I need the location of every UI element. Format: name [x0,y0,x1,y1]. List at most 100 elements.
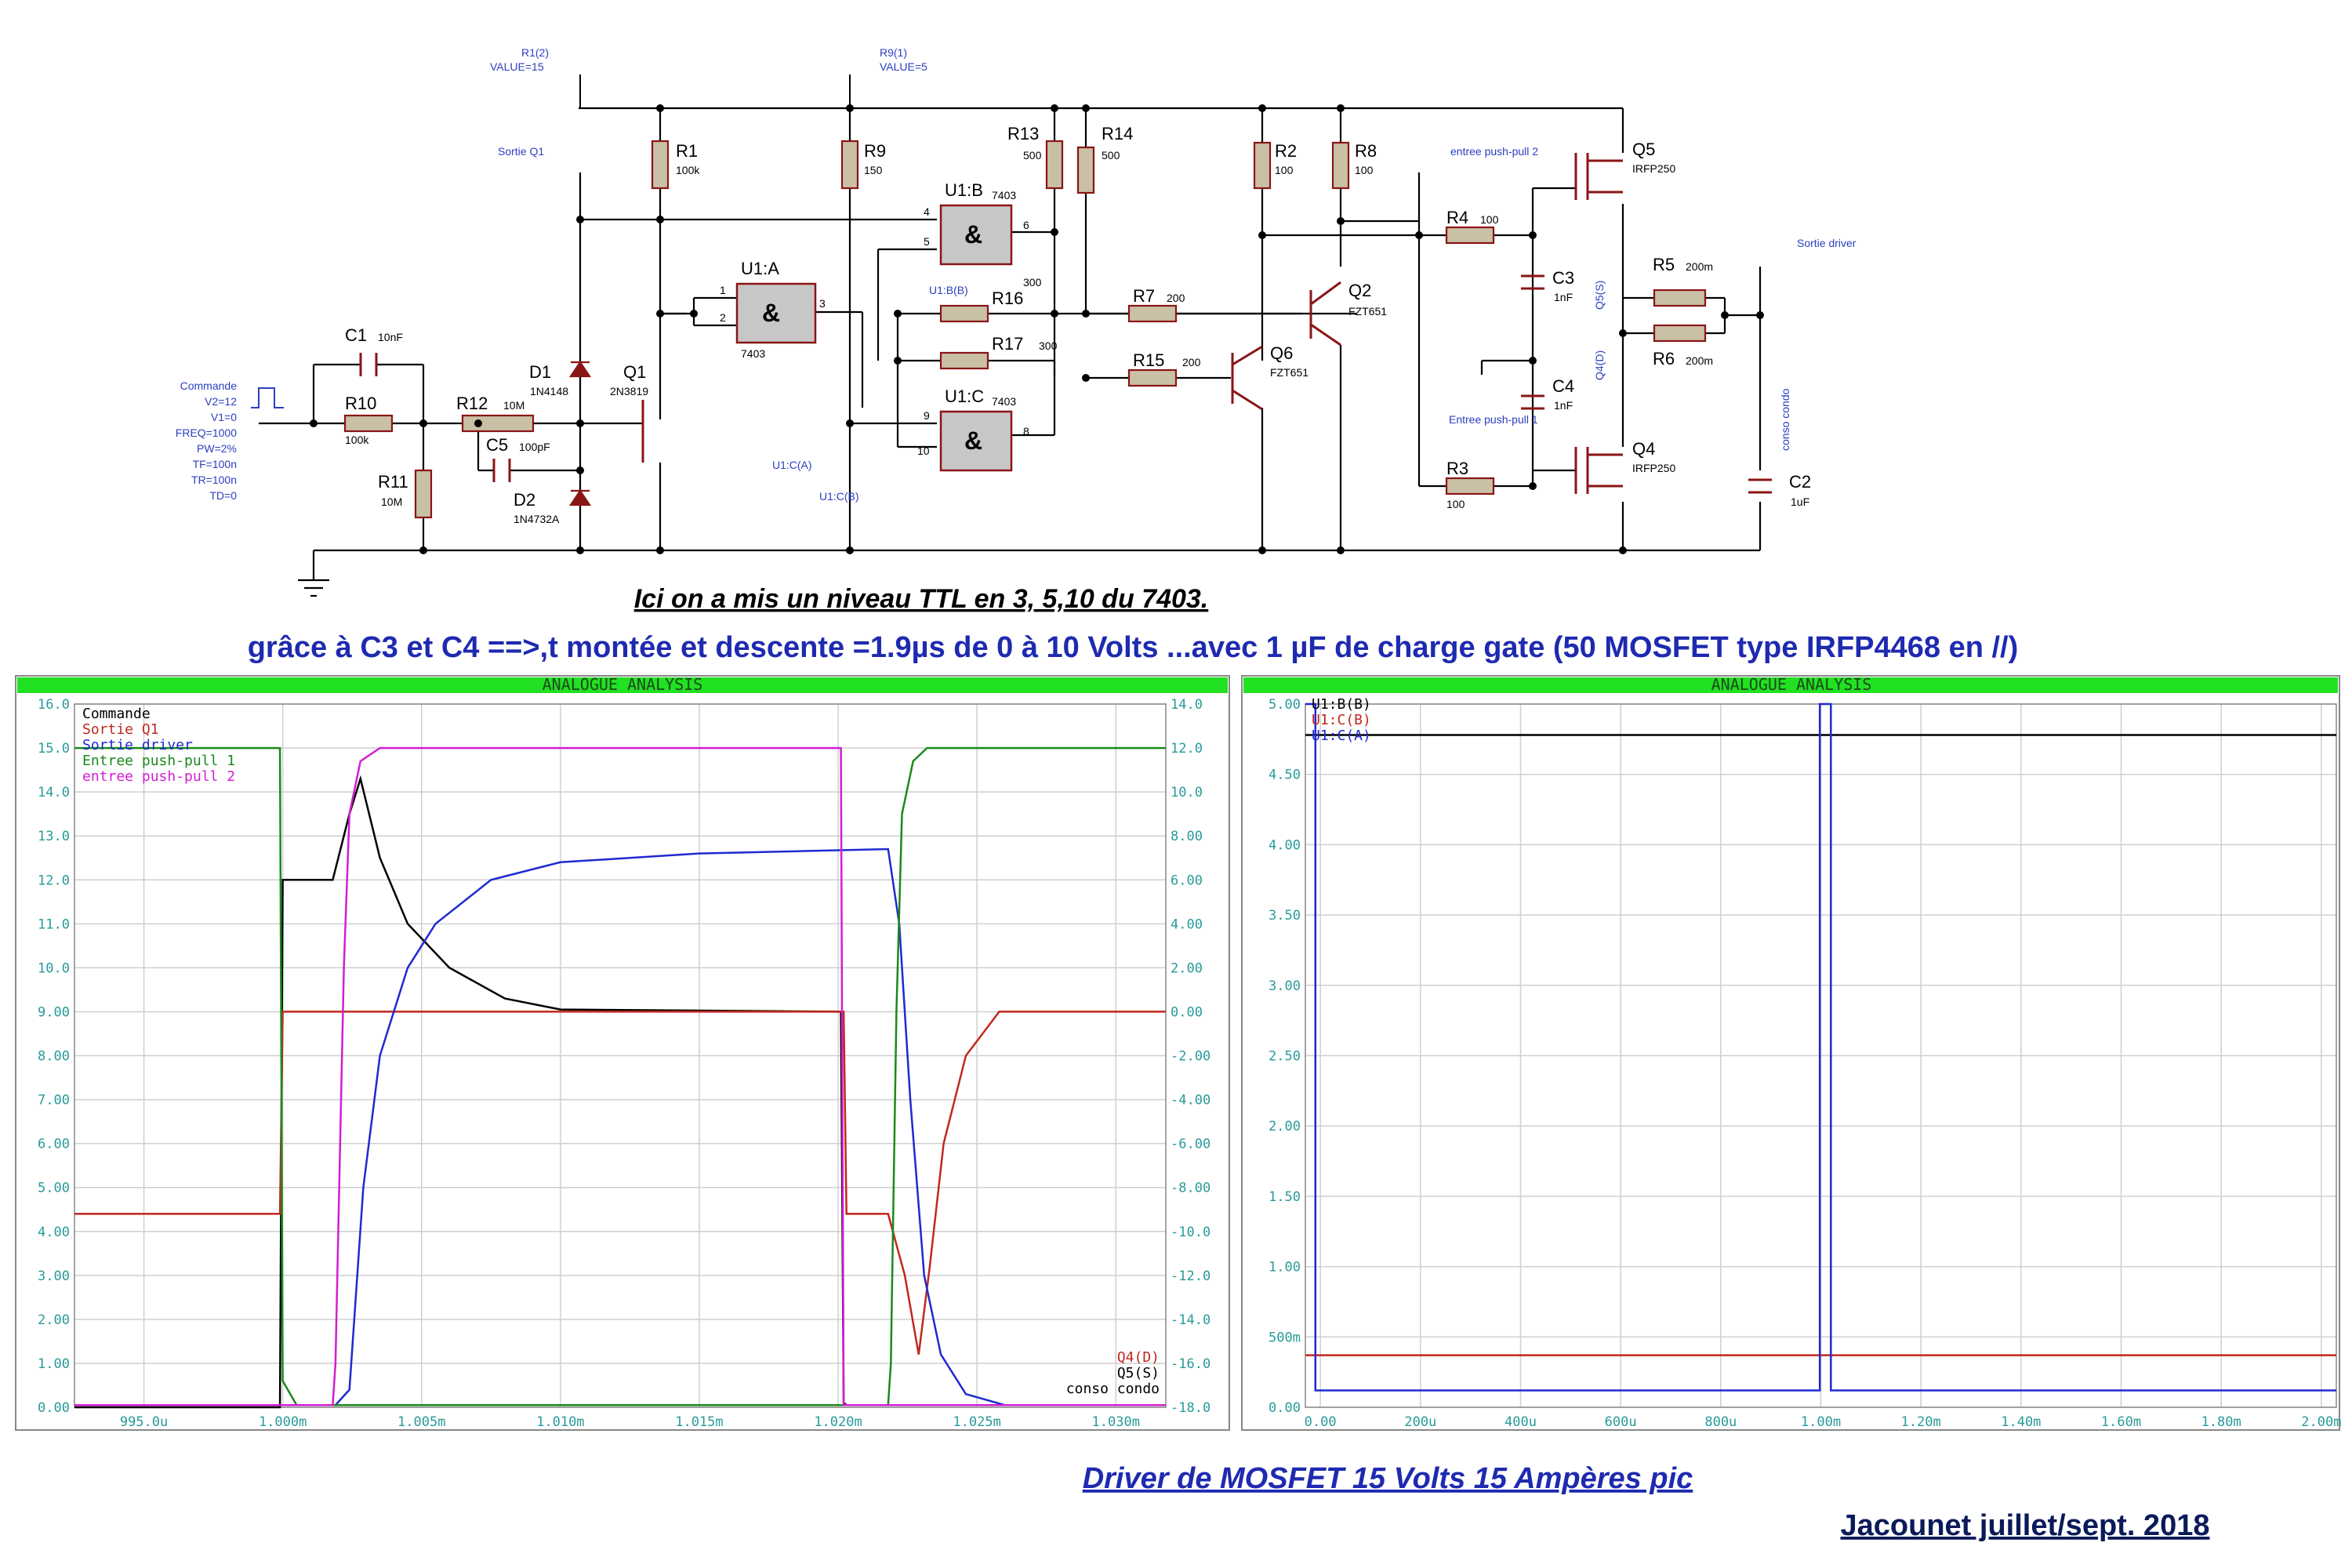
plot1-right-tick: 4.00 [1171,916,1203,932]
plot2-y-tick: 1.50 [1269,1189,1301,1205]
source-r1-name: R1(2) [521,46,549,59]
plot1-left-tick: 8.00 [38,1049,70,1065]
plot1-left-tick: 13.0 [38,829,70,844]
commande-td: TD=0 [209,489,237,502]
pin-6: 6 [1023,219,1029,231]
label-R14: R14 [1102,124,1133,143]
label-U1A: U1:A [741,259,779,278]
probe-q5s: Q5(S) [1593,281,1606,310]
plot1-right-tick: -6.00 [1171,1137,1210,1152]
value-R7: 200 [1167,292,1185,304]
label-R6: R6 [1653,349,1675,368]
resistors [343,140,1707,519]
plot1-legend-entry: Sortie Q1 [82,721,159,738]
plot1-right-tick: 10.0 [1171,785,1203,800]
label-Q4: Q4 [1632,439,1655,459]
plot1-series-line [74,1011,1166,1355]
plot1-left-tick: 3.00 [38,1269,70,1284]
pin-4: 4 [924,205,930,218]
value-R4: 100 [1480,213,1499,226]
plot2-x-tick: 600u [1605,1414,1637,1430]
plot1-right-tick: 8.00 [1171,829,1203,844]
plot2-legend-entry: U1:C(A) [1312,728,1371,744]
caption-title: Driver de MOSFET 15 Volts 15 Ampères pic [1083,1462,1693,1495]
value-R2: 100 [1275,164,1294,176]
value-Q1: 2N3819 [610,385,648,397]
plot1-x-tick: 1.000m [259,1414,307,1430]
commande-name: Commande [180,379,238,392]
plot2-y-tick: 2.00 [1269,1119,1301,1134]
label-C5: C5 [486,435,508,455]
plot1-right-tick: -14.0 [1171,1312,1210,1328]
gate-symbol-b: & [964,220,982,249]
value-U1B: 7403 [992,189,1016,201]
source-r9-name: R9(1) [880,46,907,59]
value-C4: 1nF [1554,399,1573,412]
source-r1-value: VALUE=15 [490,60,544,73]
plot1-right-tick: -8.00 [1171,1181,1210,1196]
value-C3: 1nF [1554,291,1573,303]
plot1-legend-entry: Entree push-pull 1 [82,753,235,769]
plot1-left-tick: 16.0 [38,697,70,713]
plot2-y-tick: 3.00 [1269,978,1301,994]
label-U1C: U1:C [945,387,984,406]
pin-5: 5 [924,235,930,248]
value-R12: 10M [503,399,524,412]
label-R4: R4 [1446,208,1468,227]
plot1-right-legend-entry: Q5(S) [1117,1365,1160,1381]
diodes [568,361,592,506]
plot1-left-tick: 14.0 [38,785,70,800]
value-U1C: 7403 [992,395,1016,408]
probe-sortie-q1: Sortie Q1 [498,145,544,158]
label-R1: R1 [676,141,698,161]
commande-v1: V1=0 [211,411,237,423]
plot1-right-tick: 12.0 [1171,741,1203,757]
plot1-left-tick: 12.0 [38,873,70,888]
value-C2: 1uF [1791,495,1809,508]
plot2-title: ANALOGUE ANALYSIS [1711,675,1872,694]
label-C1: C1 [345,325,367,345]
plot1-right-legend-entry: Q4(D) [1117,1349,1160,1366]
plot1-right-tick: 6.00 [1171,873,1203,888]
plot1-left-tick: 11.0 [38,916,70,932]
plot1-series-line [74,746,1166,1406]
pin-8: 8 [1023,425,1029,437]
label-R7: R7 [1133,286,1155,306]
plot1-left-tick: 9.00 [38,1004,70,1020]
label-R8: R8 [1355,141,1377,161]
value-Q2: FZT651 [1348,305,1387,318]
caption-ttl-note: Ici on a mis un niveau TTL en 3, 5,10 du… [634,584,1209,614]
plot2-x-tick: 800u [1704,1414,1737,1430]
plot1-left-tick: 2.00 [38,1312,70,1328]
value-R10: 100k [345,434,369,446]
plot1-x-tick: 1.005m [397,1414,445,1430]
plot1-right-tick: -18.0 [1171,1400,1210,1416]
plot1-x-tick: 1.010m [536,1414,584,1430]
probe-u1cb: U1:C(B) [819,490,859,503]
plot2-legend-entry: U1:C(B) [1312,712,1371,728]
plot1-legend-entry: Commande [82,706,151,722]
plot1-right-tick: -2.00 [1171,1049,1210,1065]
plot1-series-line [74,848,1166,1406]
label-Q2: Q2 [1348,281,1371,300]
plot1-right-tick: -12.0 [1171,1269,1210,1284]
plot1-title: ANALOGUE ANALYSIS [543,675,703,694]
value-Q5: IRFP250 [1632,162,1675,175]
plot2-x-tick: 1.20m [1901,1414,1941,1430]
plot1-left-tick: 1.00 [38,1356,70,1372]
value-Q4: IRFP250 [1632,462,1675,474]
pin-2: 2 [720,311,726,324]
probe-entree-pp1: Entree push-pull 1 [1449,413,1538,426]
plot2-frame [1241,675,2340,1431]
logic-gates [735,204,1013,472]
label-R10: R10 [345,394,376,413]
label-Q6: Q6 [1270,343,1293,363]
value-R13: 500 [1023,149,1042,162]
value-R17: 300 [1039,339,1058,352]
label-U1B: U1:B [945,180,983,200]
value-R16: 300 [1023,276,1042,289]
label-C4: C4 [1552,376,1574,396]
plot1-series-line [74,746,1166,1406]
plot2-x-tick: 400u [1504,1414,1537,1430]
label-R5: R5 [1653,255,1675,274]
